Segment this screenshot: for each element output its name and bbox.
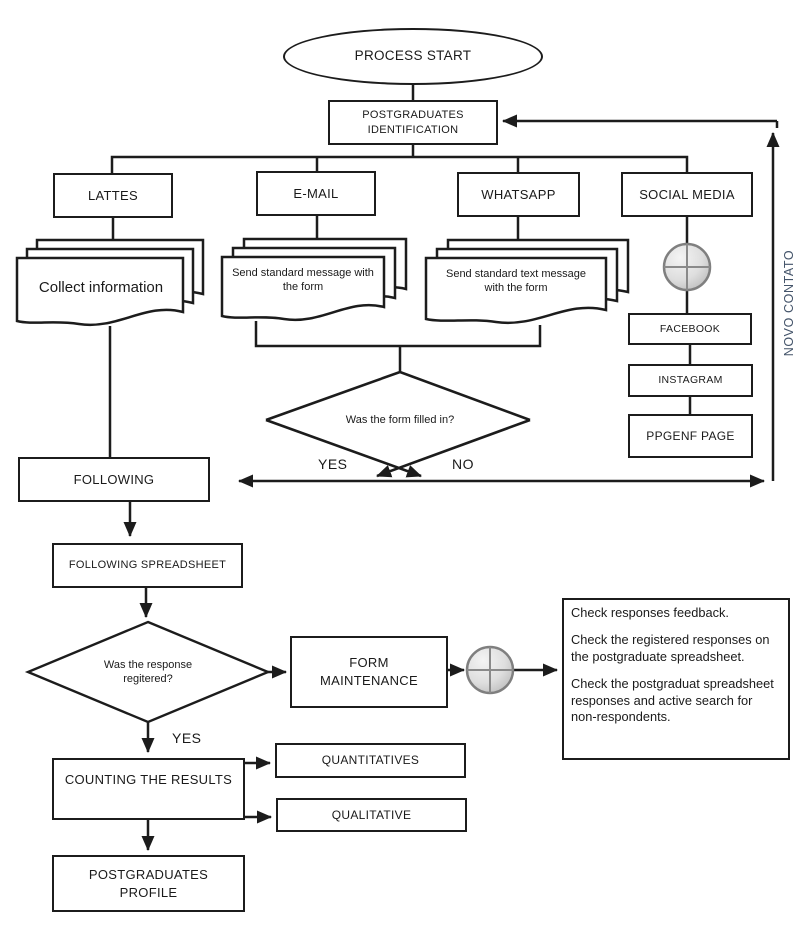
qualitative-box: QUALITATIVE	[276, 798, 467, 832]
postgraduates-identification-label: POSTGRADUATES IDENTIFICATION	[362, 108, 464, 136]
whatsapp-message-document-stack	[424, 238, 630, 325]
following-box: FOLLOWING	[18, 457, 210, 502]
email-message-document-stack	[220, 237, 408, 322]
lattes-label: LATTES	[88, 187, 138, 203]
social-or-connector	[662, 242, 712, 292]
channel-whatsapp-box: WHATSAPP	[457, 172, 580, 217]
distribution-rail	[110, 155, 689, 174]
collect-information-document-stack	[15, 238, 205, 327]
check-notes-box: Check responses feedback. Check the regi…	[562, 598, 790, 760]
novo-contato-label: NOVO CONTATO	[782, 249, 796, 357]
process-start-terminator: PROCESS START	[283, 28, 543, 85]
following-spreadsheet-box: FOLLOWING SPREADSHEET	[52, 543, 243, 588]
counting-results-box: COUNTING THE RESULTS	[52, 758, 245, 820]
decision-form-no-label: NO	[452, 456, 474, 472]
channel-email-box: E-MAIL	[256, 171, 376, 216]
ppgenf-page-box: PPGENF PAGE	[628, 414, 753, 458]
note-line: Check the registered responses on the po…	[571, 631, 770, 664]
decision-response-yes-label: YES	[172, 730, 202, 746]
channel-lattes-box: LATTES	[53, 173, 173, 218]
process-start-label: PROCESS START	[354, 48, 472, 64]
email-label: E-MAIL	[293, 185, 339, 201]
note-line: Check responses feedback.	[571, 605, 729, 620]
decision-response-diamond	[24, 620, 272, 724]
instagram-box: INSTAGRAM	[628, 364, 753, 397]
merge-bracket	[254, 321, 542, 348]
quantitatives-box: QUANTITATIVES	[275, 743, 466, 778]
postgraduates-profile-box: POSTGRADUATES PROFILE	[52, 855, 245, 912]
whatsapp-label: WHATSAPP	[481, 186, 556, 202]
decision-form-diamond	[265, 370, 531, 478]
form-maintenance-box: FORM MAINTENANCE	[290, 636, 448, 708]
social-media-label: SOCIAL MEDIA	[639, 186, 735, 202]
note-line: Check the postgraduat spreadsheet respon…	[571, 675, 774, 725]
decision-form-yes-label: YES	[318, 456, 348, 472]
channel-social-media-box: SOCIAL MEDIA	[621, 172, 753, 217]
postgraduates-identification-box: POSTGRADUATES IDENTIFICATION	[328, 100, 498, 145]
maintenance-or-connector	[465, 645, 515, 695]
facebook-box: FACEBOOK	[628, 313, 752, 345]
